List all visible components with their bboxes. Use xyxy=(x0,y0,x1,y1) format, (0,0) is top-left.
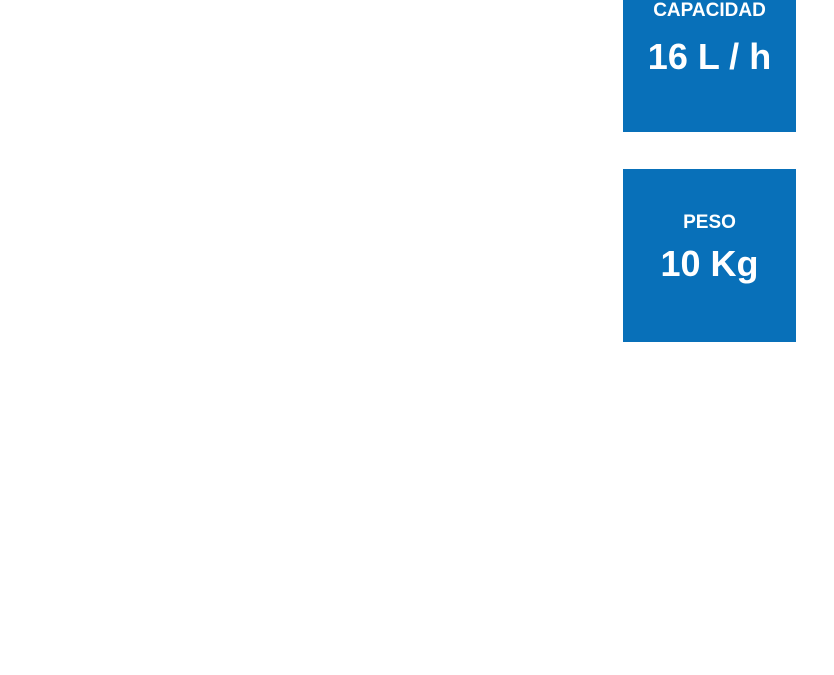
weight-label: PESO xyxy=(683,212,736,233)
capacity-card: CAPACIDAD 16 L / h xyxy=(623,0,796,132)
capacity-label: CAPACIDAD xyxy=(653,0,766,21)
weight-value: 10 Kg xyxy=(660,243,759,284)
weight-card: PESO 10 Kg xyxy=(623,169,796,342)
capacity-value: 16 L / h xyxy=(647,36,772,77)
